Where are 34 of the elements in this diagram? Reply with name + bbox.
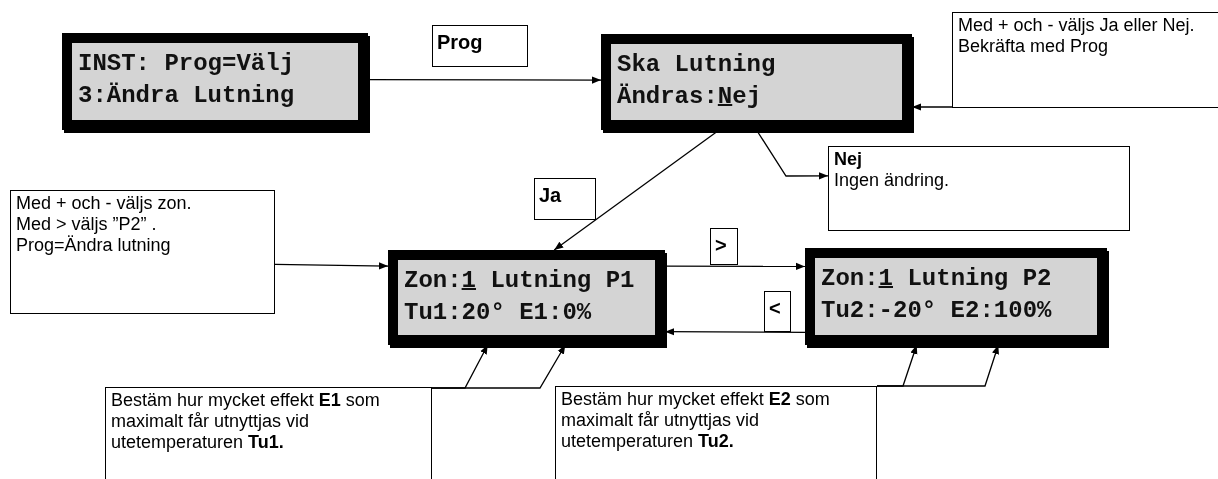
key-label: Ja <box>534 178 596 220</box>
lcd-display <box>388 250 665 345</box>
note-text: Ingen ändring. <box>834 170 951 191</box>
display-line: Tu2:-20° E2:100% <box>821 296 1053 326</box>
arrow <box>664 262 806 270</box>
note-box <box>952 12 1218 108</box>
key-label: Prog <box>432 25 528 67</box>
note-text: Med + och - väljs Ja eller Nej. Bekräfta med Prog <box>958 15 1196 57</box>
note-box <box>828 146 1130 231</box>
key-label: > <box>710 228 738 265</box>
arrow <box>664 328 806 336</box>
arrow <box>367 76 602 84</box>
display-line: Ändras:Nej <box>617 82 763 112</box>
key-label: < <box>764 291 791 332</box>
note-text: Med + och - väljs zon. <box>16 193 193 214</box>
display-line: Zon:1 Lutning P1 <box>404 266 636 296</box>
note-box <box>105 387 432 479</box>
note-heading: Nej <box>834 149 863 170</box>
display-line: Zon:1 Lutning P2 <box>821 264 1053 294</box>
arrow <box>274 262 389 270</box>
note-box <box>10 190 275 314</box>
lcd-display <box>601 34 912 130</box>
display-line: Tu1:20° E1:0% <box>404 298 593 328</box>
note-text: Prog=Ändra lutning <box>16 235 172 256</box>
arrow <box>911 103 953 111</box>
display-line: 3:Ändra Lutning <box>78 81 296 111</box>
display-line: INST: Prog=Välj <box>78 49 296 79</box>
note-text: Med > väljs ”P2” . <box>16 214 158 235</box>
display-line: Ska Lutning <box>617 50 777 80</box>
note-text: Bestäm hur mycket effekt E1 som maximalt får utnyttjas vid utetemperaturen Tu1. <box>111 390 381 453</box>
note-text: Bestäm hur mycket effekt E2 som maximalt får utnyttjas vid utetemperaturen Tu2. <box>561 389 831 452</box>
note-box <box>555 386 877 479</box>
lcd-display <box>805 248 1107 345</box>
lcd-display <box>62 33 368 130</box>
